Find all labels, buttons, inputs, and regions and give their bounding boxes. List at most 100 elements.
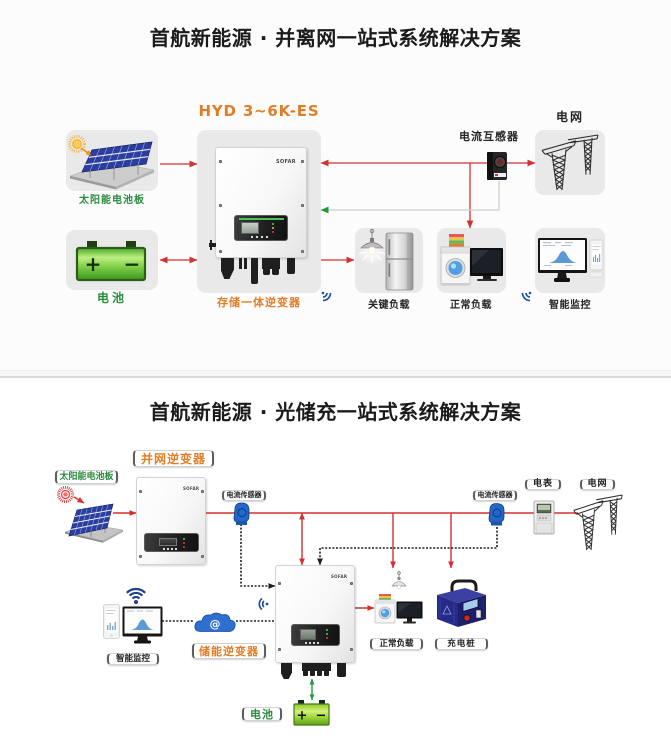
panel-button xyxy=(317,642,319,644)
brand-logo: SOFAR xyxy=(183,486,200,491)
screw xyxy=(139,490,142,493)
critical-load-label: 关键负载 xyxy=(368,300,410,311)
cable-gland xyxy=(324,669,329,676)
inverter-display-panel xyxy=(144,533,199,552)
screw xyxy=(301,160,304,163)
battery-icon-2: + − xyxy=(293,700,330,726)
grid-tie-inverter-label: 并网逆变器 xyxy=(133,450,214,467)
normal-load-tile xyxy=(437,228,506,293)
pv-storage-charging-title: 首航新能源 · 光储充一站式系统解决方案 xyxy=(149,400,522,424)
screw xyxy=(201,555,204,558)
section-divider xyxy=(0,370,671,378)
ac-connector xyxy=(221,258,234,279)
inverter-model-label: HYD 3~6K-ES xyxy=(198,102,320,120)
critical-load-tile xyxy=(355,228,423,293)
ac-connector xyxy=(281,663,292,679)
lcd-screen xyxy=(159,538,177,546)
battery-body xyxy=(293,703,330,726)
ceiling-lamp-icon xyxy=(358,228,386,265)
status-led xyxy=(272,231,274,233)
screw xyxy=(201,490,204,493)
wireless-signal-icon xyxy=(521,291,532,302)
storage-inverter: SOFAR xyxy=(275,565,355,663)
cable-gland xyxy=(263,267,270,275)
battery-label-2: 电池 xyxy=(242,707,282,721)
positive-terminal-symbol: + xyxy=(85,252,102,276)
cloud-icon: @ xyxy=(194,612,236,632)
current-sensor-left-icon xyxy=(233,502,250,525)
lcd-screen xyxy=(241,222,259,234)
normal-load-label: 正常负载 xyxy=(450,300,492,311)
battery-label: 电池 xyxy=(96,291,127,305)
status-bar xyxy=(239,218,284,220)
panel-button xyxy=(261,236,263,238)
antenna-connector xyxy=(251,258,258,284)
screw xyxy=(219,204,222,207)
status-led xyxy=(272,227,274,229)
mounting-base xyxy=(69,161,155,190)
wireless-signal-icon xyxy=(258,597,269,611)
inverter-side-switch xyxy=(209,243,216,247)
charging-pile-icon xyxy=(437,579,486,627)
current-transformer-label: 电流互感器 xyxy=(459,130,519,143)
status-led xyxy=(326,629,328,631)
negative-terminal-symbol: − xyxy=(316,709,327,724)
storage-inverter-label: 储能逆变器 xyxy=(192,643,266,659)
television-icon xyxy=(470,248,503,281)
battery-terminal xyxy=(126,241,136,249)
grid-label: 电网 xyxy=(555,110,584,124)
solar-panel-tile xyxy=(66,130,158,191)
battery-terminal xyxy=(319,700,325,704)
inverter-display-panel xyxy=(234,215,288,241)
negative-terminal-symbol: − xyxy=(124,252,141,276)
wifi-icon xyxy=(126,587,146,604)
solar-panel-label: 太阳能电池板 xyxy=(79,195,145,206)
cloud-at-symbol: @ xyxy=(210,618,221,631)
television-icon xyxy=(396,601,423,624)
status-led xyxy=(326,633,328,635)
inverter-display-panel xyxy=(291,624,340,646)
current-sensor-right-label: 电流传感器 xyxy=(473,490,517,501)
battery-terminal xyxy=(87,241,97,249)
cable-gland xyxy=(317,669,322,676)
smartphone-icon xyxy=(103,604,120,639)
solar-panel-label-2: 太阳能电池板 xyxy=(55,470,118,484)
panel-button xyxy=(171,548,173,550)
screw xyxy=(301,250,304,253)
grid-tile xyxy=(535,130,605,195)
battery-terminal xyxy=(298,700,304,704)
comm-connector xyxy=(287,258,295,274)
charging-pile-label: 充电桩 xyxy=(435,638,488,650)
wireless-signal-icon xyxy=(321,291,332,302)
smart-monitoring-label-2: 智能监控 xyxy=(107,653,159,665)
desktop-monitor-icon xyxy=(538,238,587,282)
dc-connector xyxy=(239,258,242,269)
sun-icon xyxy=(57,486,74,503)
screw xyxy=(301,204,304,207)
battery-icon: + − xyxy=(75,241,147,282)
normal-load-label-2: 正常负载 xyxy=(370,638,423,650)
current-sensor-right-icon xyxy=(488,503,505,526)
current-transformer-icon xyxy=(487,152,507,180)
power-pylon-icon xyxy=(541,134,599,191)
status-led xyxy=(183,538,185,540)
battery-connector-block xyxy=(302,663,331,671)
solar-panel-icon-2 xyxy=(64,503,124,543)
solar-panel-icon xyxy=(68,135,155,190)
smart-monitoring-icon xyxy=(538,238,604,282)
washing-machine-icon xyxy=(374,594,396,624)
positive-terminal-symbol: + xyxy=(297,709,308,724)
grid-tie-inverter: SOFAR xyxy=(136,477,206,565)
dc-connector xyxy=(244,258,247,269)
washing-machine-icon xyxy=(440,246,471,286)
lcd-screen xyxy=(300,629,316,640)
smartphone-icon xyxy=(589,239,604,278)
battery-body xyxy=(75,246,147,282)
panel-button xyxy=(309,642,311,644)
power-pylon-icon-2 xyxy=(573,494,623,551)
status-led xyxy=(272,223,274,225)
brand-logo: SOFAR xyxy=(276,159,296,165)
pv-array xyxy=(81,141,153,173)
laundry-stack-icon xyxy=(449,234,464,247)
